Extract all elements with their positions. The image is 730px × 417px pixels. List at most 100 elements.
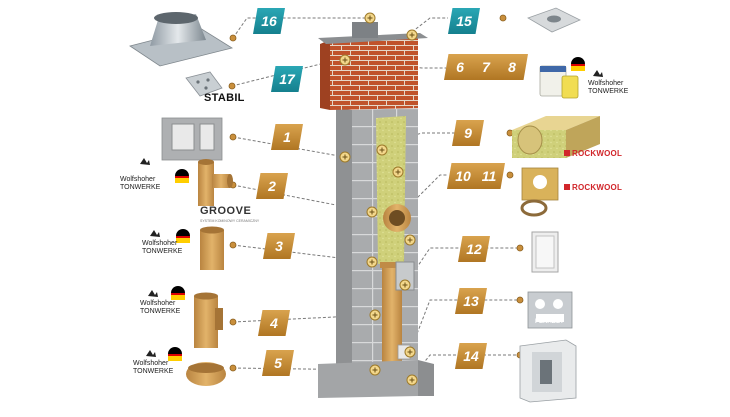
product-4-ceramic-inspection (194, 292, 223, 348)
label-10: 10 (447, 163, 479, 189)
label-9: 9 (452, 120, 484, 146)
wolf-logo-icon (593, 70, 603, 77)
product-5-condensate-bowl (186, 362, 226, 386)
wolfshoher-line1: Wolfshoher (133, 360, 169, 367)
label-16: 16 (253, 8, 285, 34)
wolfshoher-brand: Wolfshoher TONWERKE (120, 176, 160, 192)
label-4: 4 (258, 310, 290, 336)
wolfshoher-line2: TONWERKE (588, 88, 629, 95)
brick-head-side (320, 40, 330, 110)
base-block (318, 360, 418, 398)
wolfshoher-line1: Wolfshoher (142, 240, 178, 247)
germany-flag-icon (175, 169, 189, 183)
wolfshoher-line2: TONWERKE (142, 248, 183, 255)
leader-1011 (399, 174, 448, 216)
chimney-cap (318, 33, 428, 44)
product-13-pekabet-plate (527, 291, 573, 329)
leader-4 (232, 314, 376, 323)
plus-marker (369, 309, 381, 321)
plus-marker (404, 234, 416, 246)
pekabet-brand: PEKABET (535, 319, 564, 325)
plus-marker (339, 54, 351, 66)
label-13: 13 (455, 288, 487, 314)
plus-marker (404, 346, 416, 358)
label-14: 14 (455, 343, 487, 369)
plus-marker (369, 364, 381, 376)
wolfshoher-line2: TONWERKE (140, 308, 181, 315)
leader-13 (409, 299, 520, 353)
product-3-ceramic-pipe (200, 226, 224, 270)
product-15-cover-plate (527, 7, 581, 33)
plus-marker (399, 279, 411, 291)
product-16-rain-collar (129, 12, 234, 67)
chimney-block-side (336, 108, 352, 384)
germany-flag-icon (168, 347, 182, 361)
insulation-layer (376, 116, 406, 264)
plus-marker (366, 206, 378, 218)
wolf-logo-icon (140, 158, 150, 165)
groove-subtitle: SYSTEM KOMINOWY CERAMICZNY (200, 219, 260, 223)
product-678-adhesives (539, 65, 579, 99)
wolfshoher-brand: Wolfshoher TONWERKE (142, 240, 182, 256)
wolf-logo-icon (148, 290, 158, 297)
wolfshoher-line2: TONWERKE (120, 184, 161, 191)
label-7: 7 (470, 54, 502, 80)
junction-markers (339, 12, 418, 386)
product-12-inspection-door (531, 231, 559, 273)
leader-5 (232, 367, 376, 371)
product-17-bracket (185, 71, 223, 97)
product-14-chimney-kit-box (519, 339, 577, 403)
rockwool-brand: ROCKWOOL (572, 149, 623, 158)
plus-marker (366, 256, 378, 268)
germany-flag-icon (571, 57, 585, 71)
label-3: 3 (263, 233, 295, 259)
wolfshoher-line1: Wolfshoher (588, 80, 624, 87)
ceramic-flue (382, 266, 402, 370)
label-17: 17 (271, 66, 303, 92)
plus-marker (376, 144, 388, 156)
plus-marker (406, 374, 418, 386)
flue-outlet (352, 22, 378, 38)
leader-9 (397, 132, 458, 141)
plus-marker (392, 166, 404, 178)
label-2: 2 (256, 173, 288, 199)
wolfshoher-line1: Wolfshoher (120, 176, 156, 183)
wolfshoher-brand: Wolfshoher TONWERKE (133, 360, 173, 376)
tee-opening (389, 210, 405, 226)
product-9-rockwool-slab (512, 116, 600, 158)
rockwool-logo-icon (564, 184, 570, 190)
label-8: 8 (496, 54, 528, 80)
rockwool-brand: ROCKWOOL (572, 183, 623, 192)
chimney (318, 22, 434, 398)
base-block-side (418, 360, 434, 396)
plus-marker (364, 12, 376, 24)
leader-15 (407, 17, 448, 36)
germany-flag-icon (171, 286, 185, 300)
brick-head (330, 36, 418, 110)
wolf-logo-icon (146, 350, 156, 357)
groove-brand: GROOVE (200, 205, 252, 217)
product-1-chimney-block (161, 117, 223, 161)
stabil-brand: STABIL (204, 92, 245, 104)
wolf-logo-icon (150, 230, 160, 237)
label-1: 1 (271, 124, 303, 150)
wolfshoher-brand: Wolfshoher TONWERKE (140, 300, 180, 316)
wolfshoher-line1: Wolfshoher (140, 300, 176, 307)
flue-rim (380, 262, 404, 268)
rockwool-logo-icon (564, 150, 570, 156)
label-15: 15 (448, 8, 480, 34)
plus-marker (339, 151, 351, 163)
product-1011-rockwool-ring (520, 167, 559, 217)
label-12: 12 (458, 236, 490, 262)
wolfshoher-brand: Wolfshoher TONWERKE (588, 80, 628, 96)
leader-16 (232, 17, 370, 39)
product-2-ceramic-tee (198, 159, 233, 206)
label-6: 6 (444, 54, 476, 80)
wolfshoher-line2: TONWERKE (133, 368, 174, 375)
label-5: 5 (262, 350, 294, 376)
label-11: 11 (473, 163, 505, 189)
plus-marker (406, 29, 418, 41)
germany-flag-icon (176, 229, 190, 243)
